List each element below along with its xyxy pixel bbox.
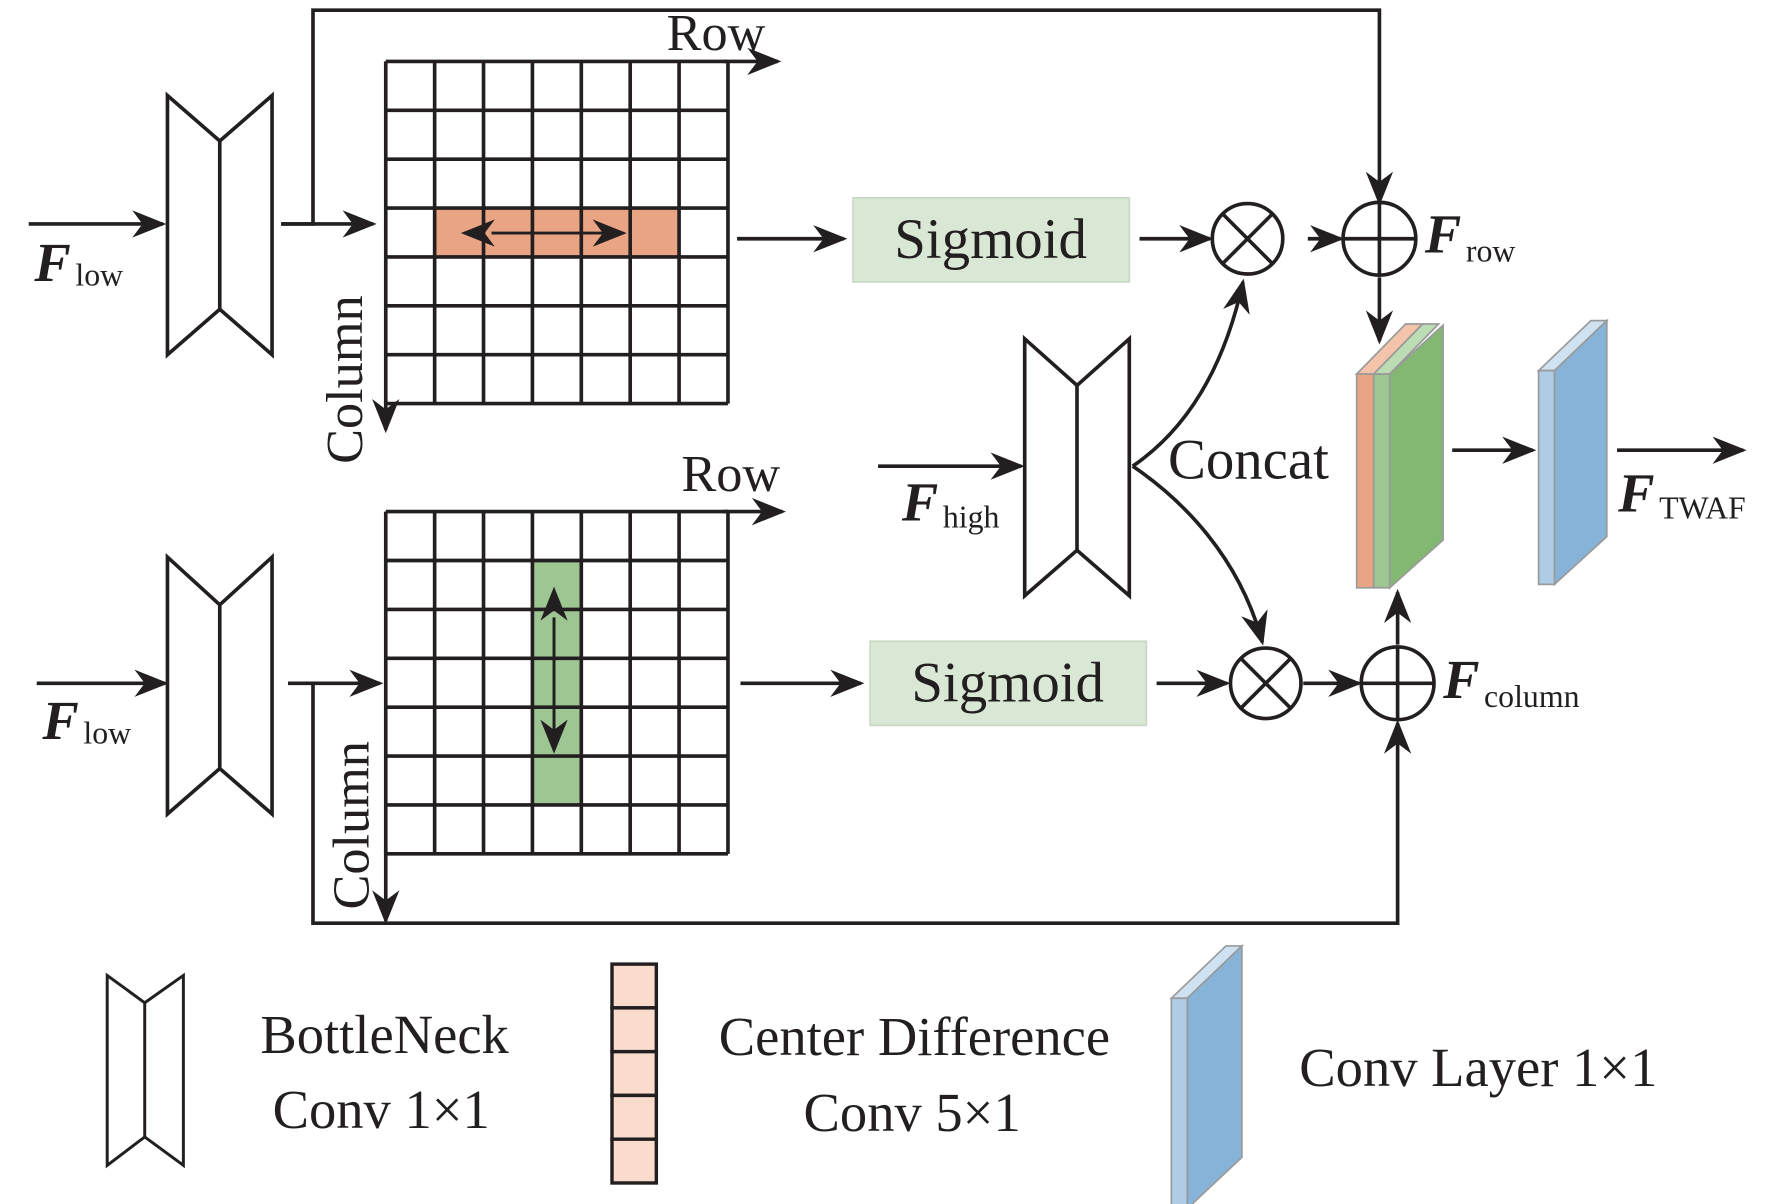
- top-sigmoid-box: [852, 196, 1131, 283]
- kernel-cell: [610, 962, 659, 1010]
- bottom-add-operator-icon: [1359, 645, 1436, 722]
- bottleneck-icon: [105, 972, 185, 1169]
- bottom-sigmoid-box: [869, 640, 1148, 727]
- conv-layer-icon: [1169, 943, 1244, 1204]
- top-sigmoid-label: Sigmoid: [894, 208, 1087, 271]
- high-to-bottom-multiply-curve: [1131, 464, 1268, 646]
- legend-item-center-difference: Center Difference Conv 5×1: [610, 962, 1110, 1185]
- legend-bottleneck-line2: Conv 1×1: [273, 1079, 490, 1140]
- grid-highlight-cell: [532, 756, 582, 805]
- legend-item-bottleneck: BottleNeck Conv 1×1: [105, 972, 510, 1169]
- bottom-skip-connection: [311, 683, 1412, 925]
- bottom-sigmoid-label: Sigmoid: [911, 651, 1104, 714]
- bottom-row-label: Row: [681, 445, 780, 503]
- legend-conv-layer-line1: Conv Layer 1×1: [1299, 1037, 1657, 1098]
- center-difference-icon: [610, 962, 659, 1185]
- legend-center-difference-line1: Center Difference: [719, 1006, 1110, 1067]
- grid-highlight-cell: [532, 707, 582, 757]
- grid-highlight-cell: [630, 208, 680, 257]
- top-add-operator-icon: [1341, 200, 1418, 277]
- high-to-top-multiply-curve: [1131, 278, 1250, 468]
- concat-label: Concat: [1168, 429, 1329, 492]
- kernel-cell: [610, 1137, 659, 1185]
- legend-item-conv-layer: Conv Layer 1×1: [1169, 943, 1657, 1204]
- top-bottleneck-icon: [165, 91, 274, 359]
- kernel-cell: [610, 1093, 659, 1141]
- grid-highlight-cell: [532, 609, 582, 659]
- concat-feature-stack-icon: [1354, 323, 1444, 590]
- bottom-column-label: Column: [323, 741, 381, 910]
- bottom-multiply-operator-icon: [1228, 646, 1303, 721]
- grid-highlight-cell: [434, 208, 484, 257]
- legend-bottleneck-line1: BottleNeck: [260, 1004, 509, 1065]
- legend-center-difference-line2: Conv 5×1: [804, 1082, 1021, 1143]
- kernel-cell: [610, 1049, 659, 1098]
- legend: BottleNeck Conv 1×1 Center Difference Co…: [105, 943, 1657, 1204]
- bottom-bottleneck-icon: [165, 552, 274, 819]
- grid-highlight-cell: [532, 560, 582, 610]
- high-bottleneck-icon: [1022, 334, 1132, 600]
- top-row-label: Row: [667, 4, 766, 62]
- conv-layer-icon: [1536, 318, 1609, 587]
- top-multiply-operator-icon: [1210, 201, 1285, 276]
- bottom-attention-grid: [383, 509, 730, 856]
- kernel-cell: [610, 1006, 659, 1054]
- top-column-label: Column: [316, 295, 374, 463]
- top-skip-connection: [281, 8, 1394, 226]
- grid-highlight-cell: [532, 658, 582, 708]
